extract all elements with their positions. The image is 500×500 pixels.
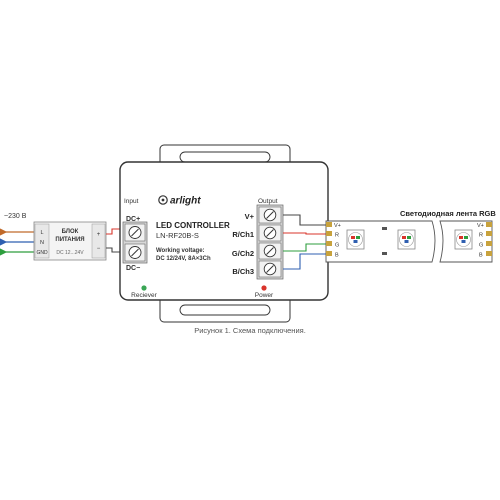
rgb-led-chip xyxy=(454,229,473,250)
power-led xyxy=(261,285,267,291)
psu-title-line1: БЛОК xyxy=(62,229,79,235)
wire-blue xyxy=(283,253,331,270)
psu-output-minus: − xyxy=(97,246,101,252)
psu-title-line2: ПИТАНИЯ xyxy=(55,237,84,243)
psu-output-plus: + xyxy=(97,232,101,238)
rgb-led-chip xyxy=(346,229,365,250)
strip-pin-b: B xyxy=(335,253,339,259)
strip-pin-g: G xyxy=(335,243,339,249)
controller-title: LED CONTROLLER xyxy=(156,221,230,230)
arlight-logo: arlight xyxy=(158,195,201,207)
working-voltage-line2: DC 12/24V, 8A×3Ch xyxy=(156,256,211,262)
strip-pin-r-right: R xyxy=(479,233,483,239)
wire-dc-minus xyxy=(106,247,126,253)
strip-title: Светодиодная лента RGB xyxy=(400,209,496,218)
wire-green xyxy=(283,243,331,252)
rgb-led-strip: V+ R G B xyxy=(325,220,493,263)
psu-rating: DC 12...24V xyxy=(56,250,84,256)
strip-pin-b-right: B xyxy=(479,253,483,259)
strip-pin-r: R xyxy=(335,233,339,239)
receiver-led xyxy=(141,285,147,291)
dc-plus-label: DC+ xyxy=(126,216,140,223)
channel-b-label: B/Ch3 xyxy=(232,267,254,276)
wire-red xyxy=(283,232,331,235)
output-label: Output xyxy=(258,198,278,205)
dc-minus-label: DC− xyxy=(126,265,140,272)
channel-r-label: R/Ch1 xyxy=(232,230,254,239)
power-supply: L N GND БЛОК ПИТАНИЯ DC 12...24V + − xyxy=(33,221,107,261)
wire-vplus xyxy=(283,214,331,226)
power-label: Power xyxy=(255,292,274,299)
channel-vplus-label: V+ xyxy=(245,212,255,221)
channel-g-label: G/Ch2 xyxy=(232,249,254,258)
working-voltage-line1: Working voltage: xyxy=(156,248,205,254)
brand-name: arlight xyxy=(170,196,201,207)
psu-terminal-l: L xyxy=(40,230,43,236)
figure-caption: Рисунок 1. Схема подключения. xyxy=(194,326,306,335)
rgb-led-chip xyxy=(397,229,416,250)
strip-pin-g-right: G xyxy=(479,243,483,249)
input-label: Input xyxy=(124,198,139,205)
receiver-label: Reciever xyxy=(131,292,157,299)
strip-pin-vplus: V+ xyxy=(334,223,341,229)
controller-model: LN-RF20B-S xyxy=(156,231,199,240)
psu-terminal-gnd: GND xyxy=(36,250,48,256)
led-controller: Input Output DC+ DC− arlight LED CONTROL… xyxy=(119,144,329,323)
strip-pin-vplus-right: V+ xyxy=(477,223,484,229)
psu-terminal-n: N xyxy=(40,240,44,246)
mains-voltage-label: ~230 В xyxy=(4,213,27,220)
wire-dc-plus xyxy=(106,228,126,235)
